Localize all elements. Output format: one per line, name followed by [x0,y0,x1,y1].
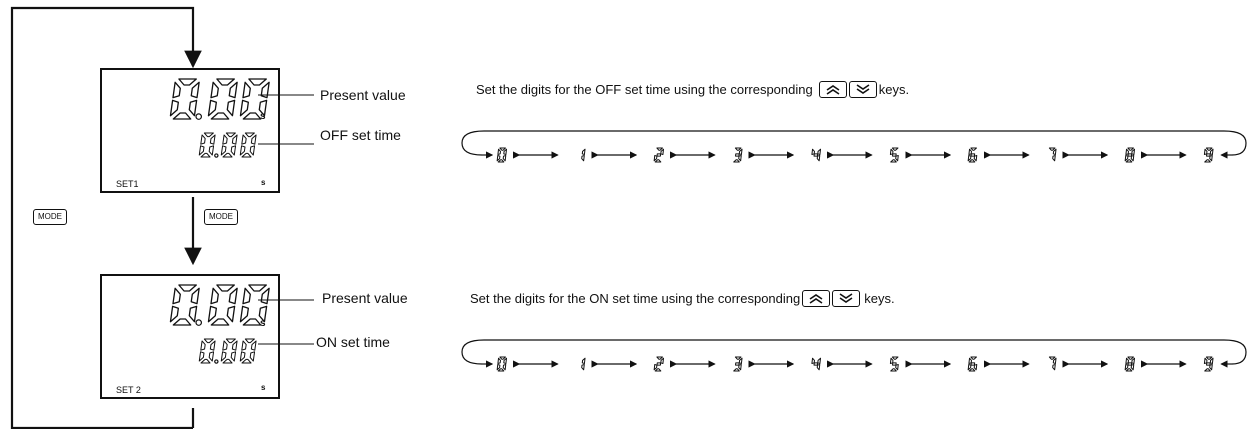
sequence-digit [1203,147,1214,163]
instruction-off-text: Set the digits for the OFF set time usin… [476,81,813,97]
sequence-digit [653,147,665,163]
up-key-icon [818,81,847,98]
set-unit-1: s [261,178,266,187]
set-value-2-digit [239,338,257,364]
set-value-1-decimal-point [214,153,219,158]
set-value-1-digit [220,132,238,158]
down-key-icon [848,81,877,98]
set1-indicator: SET1 [116,179,139,189]
sequence-digit [1048,147,1057,162]
sequence-digit [653,356,665,372]
set-unit-2: s [261,383,266,392]
down-key-icon [832,290,861,307]
sequence-digit [889,147,899,163]
mode-loop-line [10,6,193,429]
sequence-digit [1124,356,1136,372]
mode-key-outer: MODE [33,209,67,225]
set2-indicator: SET 2 [116,385,141,395]
sequence-digit [1124,147,1136,163]
set-value-1-digit [239,132,257,158]
set-value-2-decimal-point [214,359,219,364]
sequence-digit [1048,356,1057,371]
sequence-digit [1203,356,1214,372]
present-value-2-digit [207,284,238,326]
sequence-digit [496,356,508,372]
set-value-2-digit [198,338,216,364]
instruction-off-suffix: keys. [878,81,910,97]
up-key-icon [802,290,831,307]
present-value-label-2: Present value [322,290,408,306]
present-value-1-digit [169,78,200,120]
cycle-loop-2 [461,339,1247,365]
set-value-1-digit [198,132,216,158]
display-box-set2 [100,274,280,399]
set-value-2-digit [220,338,238,364]
sequence-digit [496,147,508,163]
sequence-digit [733,147,743,163]
sequence-digit [967,147,978,163]
present-unit-1: s [260,111,266,122]
cycle-loop-1 [461,130,1247,156]
on-set-time-label: ON set time [316,334,390,350]
instruction-on-text: Set the digits for the ON set time using… [470,290,801,306]
sequence-digit [811,357,822,371]
present-value-label-1: Present value [320,87,406,103]
instruction-on-suffix: keys. [864,290,895,306]
sequence-digit [811,148,822,162]
off-set-time-label: OFF set time [320,127,401,143]
instruction-on: Set the digits for the ON set time using… [470,290,895,307]
instruction-off: Set the digits for the OFF set time usin… [476,81,909,98]
sequence-digit [967,356,978,372]
present-value-1-digit [207,78,238,120]
present-value-2-decimal-point [195,319,203,326]
present-value-1-decimal-point [195,113,203,120]
present-value-2-digit [169,284,200,326]
display-box-set1 [100,68,280,193]
sequence-digit [581,357,586,371]
sequence-digit [581,148,586,162]
present-value-2-digit [239,284,270,326]
present-unit-2: s [260,318,266,329]
sequence-digit [889,356,899,372]
mode-key-inner: MODE [204,209,238,225]
sequence-digit [733,356,743,372]
present-value-1-digit [239,78,270,120]
